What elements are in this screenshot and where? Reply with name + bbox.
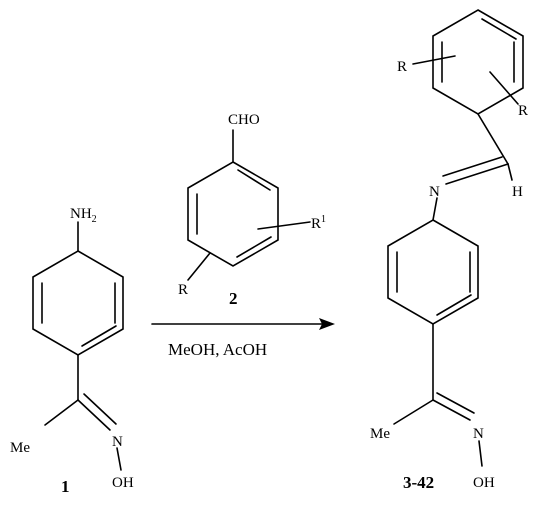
product-structure — [387, 9, 524, 467]
substituent-r-label: R — [178, 282, 188, 298]
product-compound-number: 3-42 — [403, 473, 434, 492]
oxime-nitrogen-label: N — [112, 434, 123, 450]
compound-1-number: 1 — [61, 477, 70, 496]
product-methyl-label: Me — [370, 426, 390, 442]
product-substituent-r-left-label: R — [397, 59, 407, 75]
compound-1-structure — [32, 221, 124, 471]
substituent-r1-label: R1 — [311, 214, 326, 232]
amino-group-label: NH2 — [70, 206, 97, 225]
product-substituent-r-right-label: R — [518, 103, 528, 119]
oxime-hydroxyl-label: OH — [112, 475, 134, 491]
compound-2-number: 2 — [229, 289, 238, 308]
compound-2-structure — [187, 129, 311, 281]
product-oxime-hydroxyl-label: OH — [473, 475, 495, 491]
imine-hydrogen-label: H — [512, 184, 523, 200]
reaction-arrow — [151, 318, 335, 330]
reaction-conditions-label: MeOH, AcOH — [168, 340, 267, 359]
product-oxime-nitrogen-label: N — [473, 426, 484, 442]
aldehyde-group-label: CHO — [228, 112, 260, 128]
methyl-label: Me — [10, 440, 30, 456]
imine-nitrogen-label: N — [429, 184, 440, 200]
